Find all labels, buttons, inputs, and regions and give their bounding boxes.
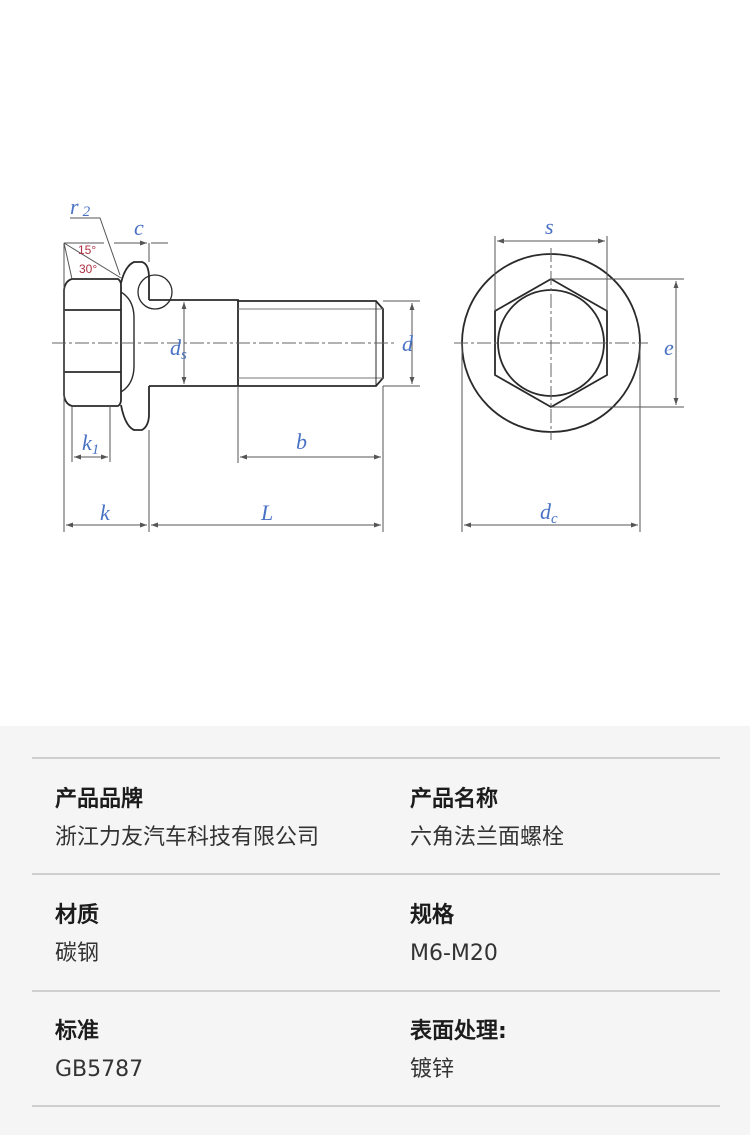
spec-panel: 产品品牌 浙江力友汽车科技有限公司 产品名称 六角法兰面螺栓 材质 碳钢 规格 … (0, 726, 750, 1135)
label-e: e (664, 335, 674, 360)
spec-brand: 产品品牌 浙江力友汽车科技有限公司 (55, 786, 375, 852)
spec-key: 标准 (55, 1019, 100, 1044)
spec-value: M6-M20 (410, 941, 498, 966)
label-b: b (296, 429, 307, 454)
side-view (63, 261, 384, 431)
spec-surface-treatment: 表面处理: 镀锌 (410, 1018, 730, 1084)
label-ds: ds (170, 335, 187, 363)
label-k1: k1 (82, 430, 99, 458)
label-c: c (134, 215, 144, 240)
label-angle-15: 15° (78, 243, 96, 257)
side-dimensions (63, 217, 420, 532)
spec-value: 碳钢 (55, 941, 100, 966)
spec-value: 浙江力友汽车科技有限公司 (55, 825, 320, 850)
spec-key: 材质 (55, 903, 100, 928)
divider (32, 757, 720, 759)
divider (32, 1105, 720, 1107)
label-d: d (402, 331, 414, 356)
spec-key: 表面处理: (410, 1019, 507, 1044)
divider (32, 873, 720, 875)
spec-size: 规格 M6-M20 (410, 902, 730, 968)
spec-value: GB5787 (55, 1057, 144, 1082)
spec-key: 产品品牌 (55, 787, 144, 812)
end-dimensions (461, 236, 684, 532)
spec-standard: 标准 GB5787 (55, 1018, 375, 1084)
spec-value: 六角法兰面螺栓 (410, 825, 565, 850)
label-L: L (260, 500, 273, 525)
label-dc: dc (540, 499, 558, 527)
divider (32, 990, 720, 992)
spec-key: 规格 (410, 903, 455, 928)
spec-key: 产品名称 (410, 787, 499, 812)
spec-product-name: 产品名称 六角法兰面螺栓 (410, 786, 730, 852)
label-s: s (545, 214, 554, 239)
flange-underside (120, 291, 135, 393)
label-k: k (100, 500, 111, 525)
spec-material: 材质 碳钢 (55, 902, 375, 968)
spec-value: 镀锌 (410, 1057, 455, 1082)
label-angle-30: 30° (79, 262, 97, 276)
flange-outline (120, 261, 150, 431)
detail-circle (137, 274, 173, 310)
